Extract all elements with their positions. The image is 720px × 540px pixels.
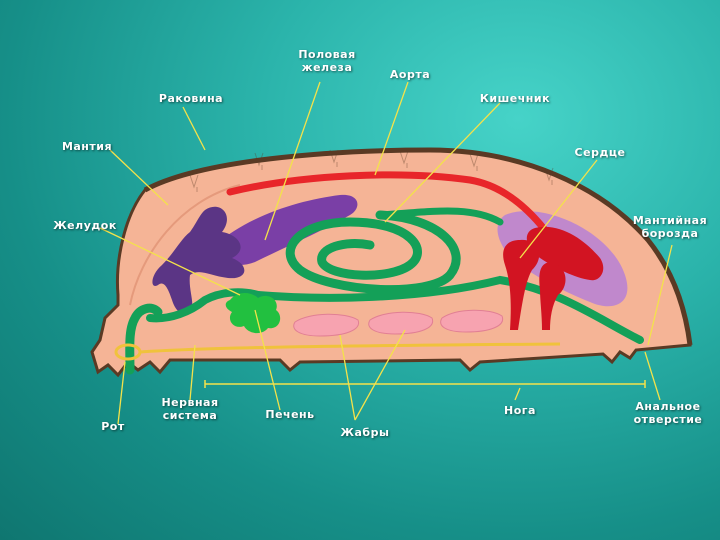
stomach-shape [152,206,245,315]
gills-shape [293,309,504,337]
label-anus: Анальное отверстие [633,400,703,426]
label-heart: Сердце [574,146,626,159]
label-mouth: Рот [101,420,125,433]
label-liver: Печень [265,408,315,421]
leader-lines [99,81,673,425]
foot-bracket [204,380,646,388]
label-shell: Раковина [158,92,224,105]
liver-shape [225,293,281,334]
heart-shape [503,226,604,330]
label-gills: Жабры [340,426,390,439]
gonad-shape [214,194,358,266]
label-foot: Нога [504,404,536,417]
label-stomach: Желудок [53,219,117,232]
label-mantle: Мантия [61,140,113,153]
label-gonad: Половая железа [298,48,356,74]
shell-line [143,147,693,346]
label-intestine: Кишечник [479,92,551,105]
label-aorta: Аорта [389,68,431,81]
intestine-shape [146,207,644,344]
nerve-shape [114,342,561,361]
label-nervous-system: Нервная система [161,396,219,422]
mantle-line [129,184,241,306]
esophagus-shape [125,303,163,375]
shell-texture [189,149,554,192]
aorta-shape [226,171,549,234]
label-mantle-groove: Мантийная борозда [632,214,708,240]
